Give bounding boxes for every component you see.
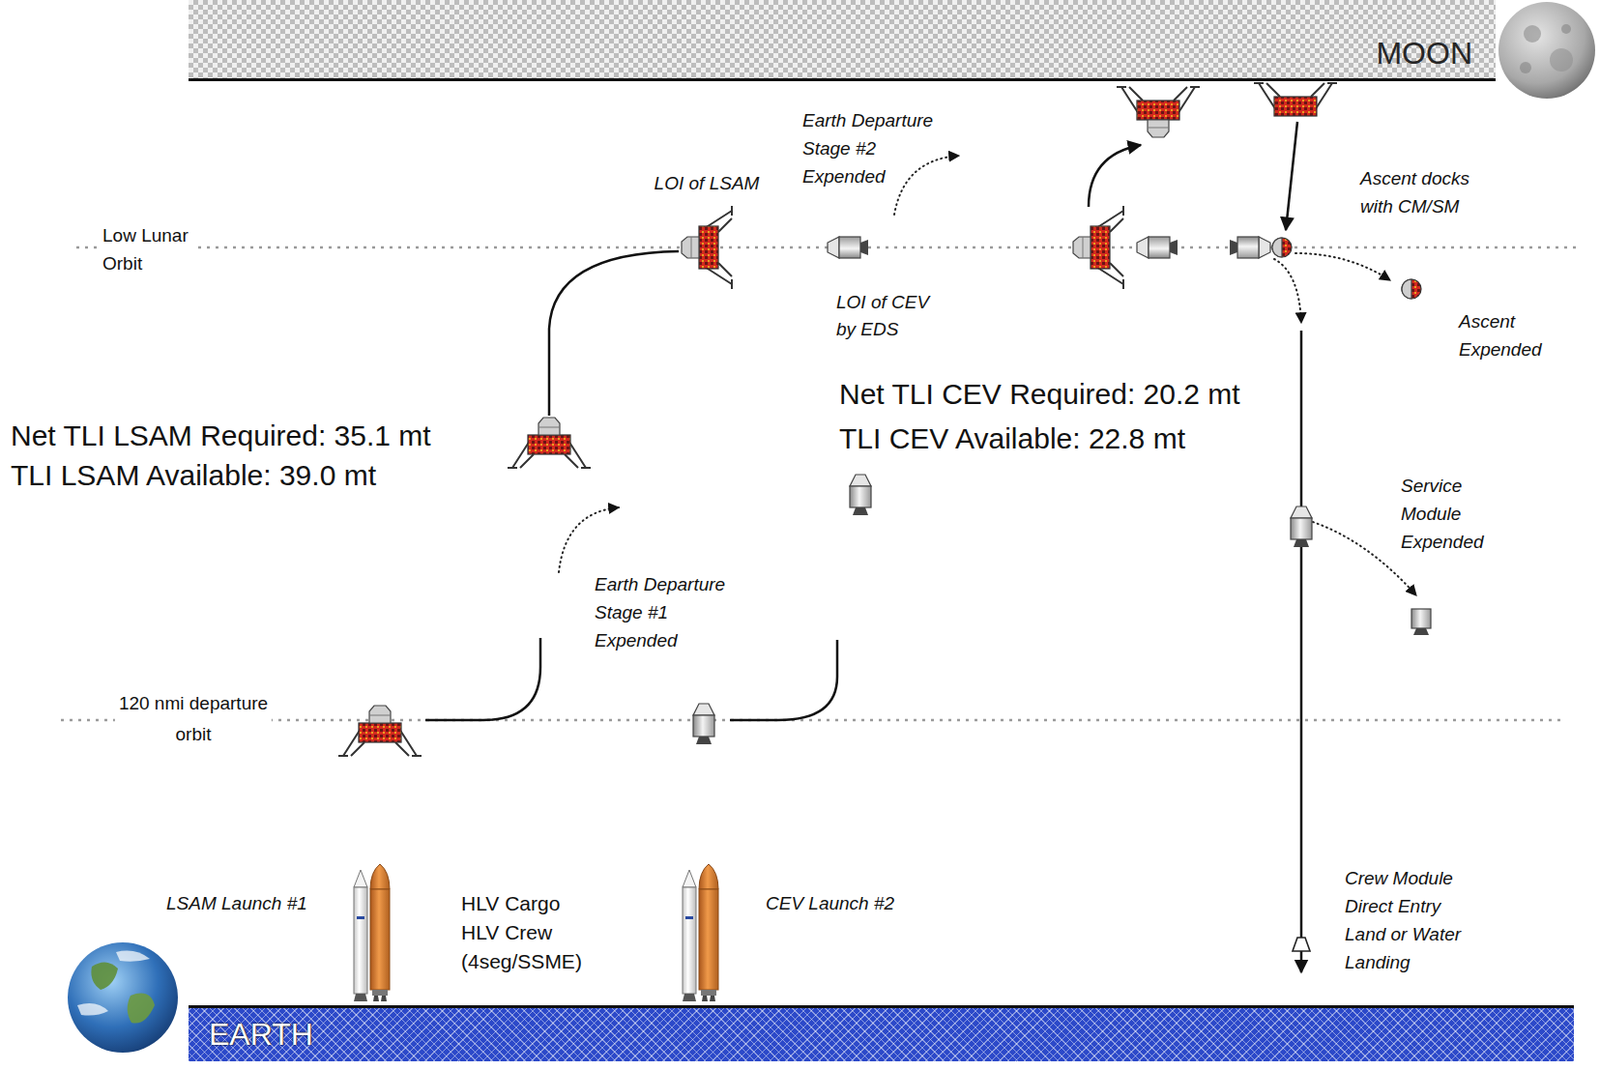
- earth-surface-band: EARTH: [188, 1005, 1574, 1062]
- earth-globe: [90, 961, 118, 990]
- earth-globe: [77, 1003, 109, 1017]
- body-name: MOON: [1375, 36, 1473, 71]
- stage-note: Ascent Expended: [1458, 307, 1542, 364]
- crew-vehicle: [693, 703, 715, 745]
- launch-label: LSAM Launch #1: [166, 890, 308, 918]
- mass-budget: TLI CEV Available: 22.8 mt: [839, 416, 1186, 462]
- body-name: EARTH: [208, 1018, 314, 1052]
- docking-note: Ascent docks with CM/SM: [1360, 164, 1470, 221]
- orbit-line: [60, 719, 1567, 723]
- crew-vehicle: [1229, 236, 1271, 259]
- orbit-label: 120 nmi departure orbit: [115, 688, 272, 751]
- trajectory-line: [425, 638, 541, 721]
- trajectory-arrow: [1285, 121, 1298, 231]
- lunar-lander: [1073, 205, 1124, 290]
- earth-globe: [67, 942, 178, 1053]
- moon-globe: [1498, 1, 1596, 99]
- lunar-lander: [507, 417, 591, 468]
- jettison-arrow: [894, 155, 960, 215]
- descent-stage: [1253, 83, 1338, 117]
- launch-vehicle: [353, 864, 390, 1002]
- ascent-stage: [1272, 237, 1292, 258]
- lunar-lander: [681, 205, 732, 290]
- crew-vehicle: [1290, 506, 1312, 548]
- moon-globe: [1561, 24, 1571, 34]
- mass-budget: TLI LSAM Available: 39.0 mt: [10, 453, 377, 498]
- earth-globe: [116, 951, 150, 962]
- mass-budget: Net TLI LSAM Required: 35.1 mt: [10, 413, 432, 459]
- moon-globe: [1549, 48, 1573, 72]
- maneuver-label: LOI of LSAM: [654, 170, 760, 198]
- ascent-stage: [1401, 279, 1422, 299]
- earth-globe: [127, 993, 155, 1024]
- trajectory-line: [549, 251, 679, 416]
- moon-globe: [1498, 1, 1596, 99]
- stage-note: Earth Departure Stage #2 Expended: [802, 106, 933, 191]
- jettison-arrow: [1274, 259, 1302, 323]
- trajectory-line: [729, 640, 838, 721]
- stage-note: Service Module Expended: [1400, 471, 1484, 556]
- entry-note: Crew Module Direct Entry Land or Water L…: [1344, 864, 1461, 977]
- stage-note: Earth Departure Stage #1 Expended: [594, 570, 726, 655]
- jettison-arrow: [1295, 253, 1391, 281]
- jettison-arrow: [558, 507, 619, 573]
- lunar-lander: [338, 705, 422, 757]
- moon-globe: [1519, 61, 1532, 74]
- orbit-label: Low Lunar Orbit: [98, 221, 193, 278]
- service-module: [1411, 609, 1431, 636]
- trajectory-arrow: [1300, 330, 1304, 973]
- vehicle-label: HLV Cargo HLV Crew (4seg/SSME): [461, 889, 582, 977]
- moon-globe: [1523, 25, 1542, 43]
- mass-budget: Net TLI CEV Required: 20.2 mt: [839, 372, 1241, 417]
- crew-vehicle: [849, 474, 872, 516]
- maneuver-label: LOI of CEV by EDS: [836, 289, 930, 344]
- earth-globe: [67, 942, 178, 1053]
- crew-vehicle: [827, 236, 869, 259]
- crew-capsule: [1292, 937, 1310, 952]
- launch-label: CEV Launch #2: [765, 890, 895, 918]
- moon-surface-band: MOON: [188, 0, 1496, 82]
- lunar-lander: [1116, 87, 1200, 138]
- launch-vehicle: [682, 864, 719, 1002]
- jettison-arrow: [1312, 522, 1417, 596]
- crew-vehicle: [1136, 236, 1178, 259]
- trajectory-arrow: [1088, 145, 1141, 207]
